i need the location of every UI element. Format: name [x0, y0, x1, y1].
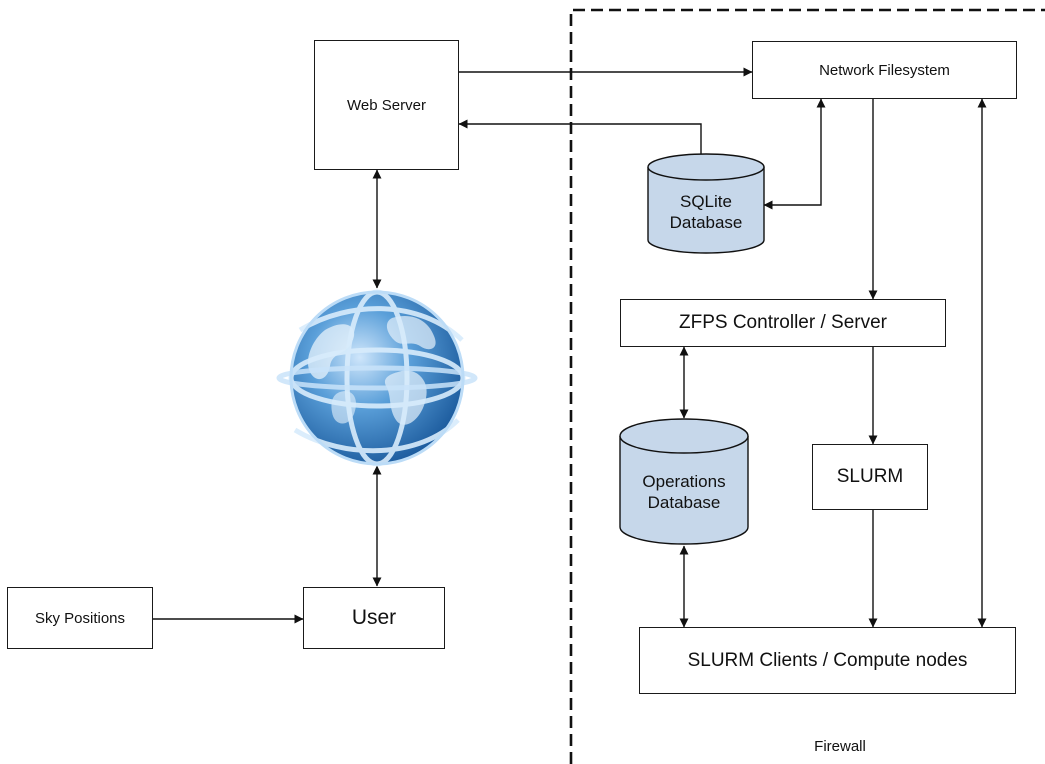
connectors: [153, 67, 987, 628]
slurm-clients-label: SLURM Clients / Compute nodes: [687, 649, 968, 671]
slurm-box: SLURM: [812, 444, 928, 510]
arrow-sqlite-to-web: [458, 119, 702, 154]
sqlite-database-cylinder: [647, 153, 765, 254]
web-server-box: Web Server: [314, 40, 459, 170]
globe-icon: [276, 289, 478, 467]
slurm-label: SLURM: [836, 466, 904, 487]
network-filesystem-label: Network Filesystem: [819, 61, 950, 79]
user-box: User: [303, 587, 445, 649]
slurm-clients-box: SLURM Clients / Compute nodes: [639, 627, 1016, 694]
zfps-controller-label: ZFPS Controller / Server: [679, 312, 887, 333]
firewall-label: Firewall: [814, 738, 866, 755]
sqlite-database-label: SQLite Database: [669, 192, 743, 233]
sky-positions-box: Sky Positions: [7, 587, 153, 649]
operations-database-label: Operations Database: [642, 472, 726, 513]
arrow-sqlite-nfs: [763, 98, 826, 210]
web-server-label: Web Server: [347, 96, 426, 114]
zfps-controller-box: ZFPS Controller / Server: [620, 299, 946, 347]
firewall-boundary: [569, 8, 1045, 764]
sky-positions-label: Sky Positions: [34, 609, 126, 627]
network-filesystem-box: Network Filesystem: [752, 41, 1017, 99]
user-label: User: [351, 606, 397, 629]
operations-database-cylinder: [619, 418, 749, 545]
